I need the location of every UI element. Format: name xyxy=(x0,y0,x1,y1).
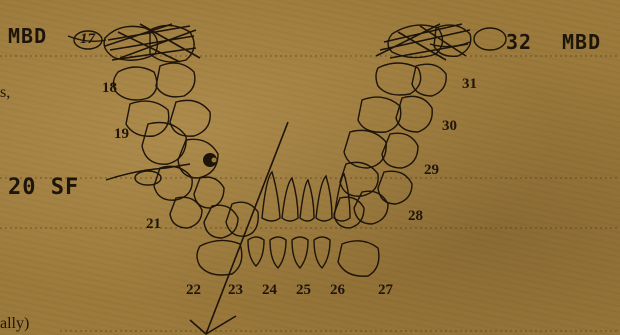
tooth-number-23: 23 xyxy=(228,282,243,299)
tooth-number-22: 22 xyxy=(186,282,201,299)
tooth-number-27: 27 xyxy=(378,282,393,299)
tooth-number-26: 26 xyxy=(330,282,345,299)
tooth-number-28: 28 xyxy=(408,208,423,225)
leader-lines xyxy=(68,28,506,185)
mbd-right-label: MBD xyxy=(562,30,601,54)
tooth-number-24: 24 xyxy=(262,282,277,299)
tooth-number-31: 31 xyxy=(462,76,477,93)
mbd-right-number: 32 xyxy=(506,30,532,54)
left-text-fragment: s, xyxy=(0,84,10,102)
bottom-text-fragment: ally) xyxy=(0,315,29,333)
mbd-left-label: MBD xyxy=(8,24,47,48)
tooth-number-25: 25 xyxy=(296,282,311,299)
dark-cavity-mark xyxy=(203,153,217,167)
upper-right-scribble xyxy=(376,24,470,60)
tooth-number-18: 18 xyxy=(102,80,117,97)
tooth-number-21: 21 xyxy=(146,216,161,233)
tooth-number-30: 30 xyxy=(442,118,457,135)
tooth-number-17: 17 xyxy=(80,31,95,48)
tooth-number-19: 19 xyxy=(114,126,129,143)
tooth-number-29: 29 xyxy=(424,162,439,179)
surface-filling-note: 20 SF xyxy=(8,175,79,200)
